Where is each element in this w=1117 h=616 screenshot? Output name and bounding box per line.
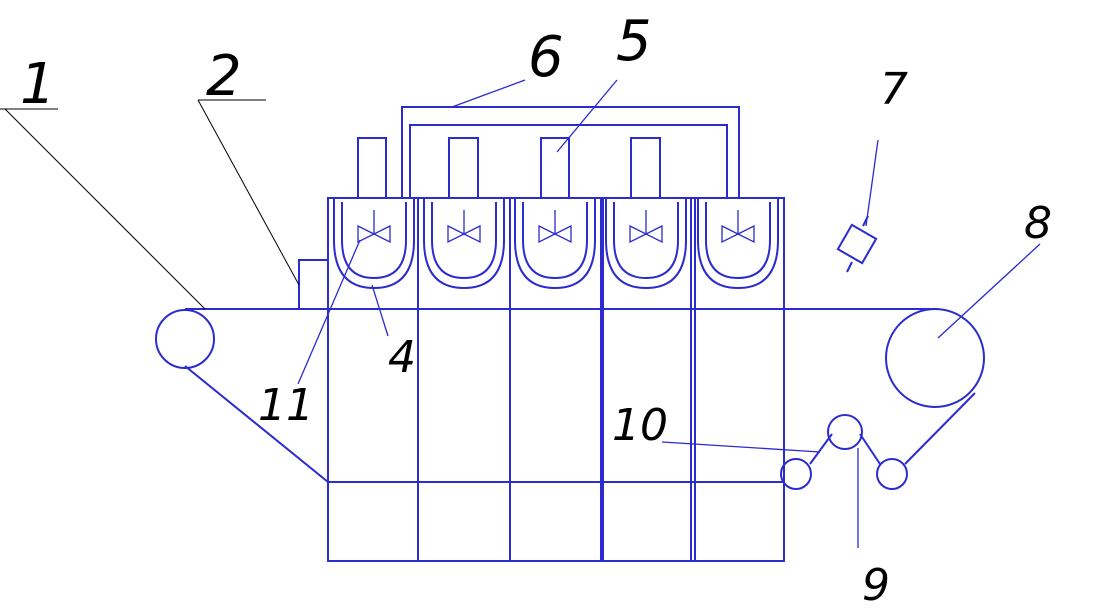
conveyor-belt (184, 308, 976, 483)
label-8: 8 (1024, 198, 1052, 249)
label-11: 11 (258, 380, 314, 431)
label-2: 2 (206, 44, 242, 109)
label-6: 6 (528, 25, 564, 90)
dryer-unit (836, 215, 878, 273)
tension-roller (827, 414, 863, 450)
label-9: 9 (862, 560, 890, 611)
bath-5 (697, 198, 779, 290)
leader-lines (0, 79, 1041, 548)
motor-housings (357, 137, 661, 198)
left-roller (155, 309, 215, 369)
guide-roller-right (876, 458, 908, 490)
bath-4 (605, 198, 687, 290)
label-1: 1 (20, 52, 56, 117)
bath-2 (423, 198, 505, 290)
sensor-bracket (298, 259, 327, 309)
label-10: 10 (612, 400, 668, 451)
label-5: 5 (616, 9, 652, 74)
label-7: 7 (880, 64, 908, 115)
manifold-pipe (401, 106, 740, 198)
label-4: 4 (388, 332, 416, 383)
guide-roller-left (780, 458, 812, 490)
drive-drum (885, 308, 985, 408)
bath-1 (333, 198, 415, 290)
bath-3 (514, 198, 596, 290)
tank-frame (327, 197, 785, 562)
